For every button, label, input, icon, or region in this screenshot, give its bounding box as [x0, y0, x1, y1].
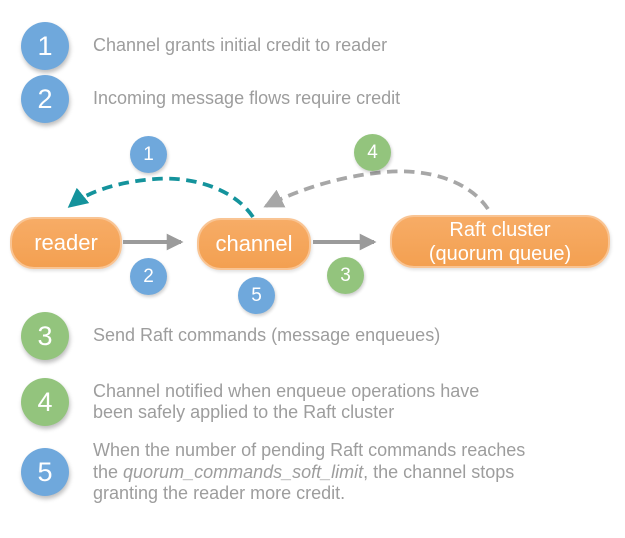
legend-number-1: 1 [21, 22, 69, 70]
raft-to-channel-notify-arrow [263, 169, 490, 211]
channel-to-reader-credit-arrow [67, 176, 255, 219]
legend-item-5: 5 When the number of pending Raft comman… [21, 440, 525, 505]
legend-text-3: Send Raft commands (message enqueues) [93, 325, 441, 346]
reader-node-label: reader [34, 229, 98, 255]
legend-text-5-after: , the channel stops granting the reader … [93, 461, 515, 504]
diagram-badge-1: 1 [130, 136, 167, 173]
reader-node: reader [10, 217, 122, 269]
legend-text-4: Channel notified when enqueue operations… [93, 380, 480, 423]
legend-number-5: 5 [21, 448, 69, 497]
legend-number-2: 2 [21, 75, 69, 123]
legend-text-5-italic: quorum_commands_soft_limit [123, 461, 364, 482]
legend-text-5-before: When the number of pending Raft commands… [93, 440, 526, 482]
diagram-badge-5: 5 [238, 277, 275, 314]
raft-cluster-node: Raft cluster (quorum queue) [390, 215, 610, 268]
raft-node-label-line1: Raft cluster [449, 218, 551, 241]
diagram-badge-3: 3 [327, 257, 364, 294]
legend-number-3: 3 [21, 312, 69, 360]
legend-item-1: 1 Channel grants initial credit to reade… [21, 22, 387, 70]
legend-text-5: When the number of pending Raft commands… [93, 440, 525, 505]
legend-item-4: 4 Channel notified when enqueue operatio… [21, 378, 479, 426]
channel-node-label: channel [215, 230, 293, 256]
legend-number-4: 4 [21, 378, 69, 426]
diagram-badge-2: 2 [130, 258, 167, 295]
channel-node: channel [197, 218, 311, 270]
legend-text-1: Channel grants initial credit to reader [93, 35, 388, 56]
legend-item-3: 3 Send Raft commands (message enqueues) [21, 312, 440, 360]
legend-text-2: Incoming message flows require credit [93, 88, 401, 109]
legend-item-2: 2 Incoming message flows require credit [21, 75, 400, 123]
raft-node-label-line2: (quorum queue) [428, 242, 572, 265]
diagram-badge-4: 4 [354, 134, 391, 171]
